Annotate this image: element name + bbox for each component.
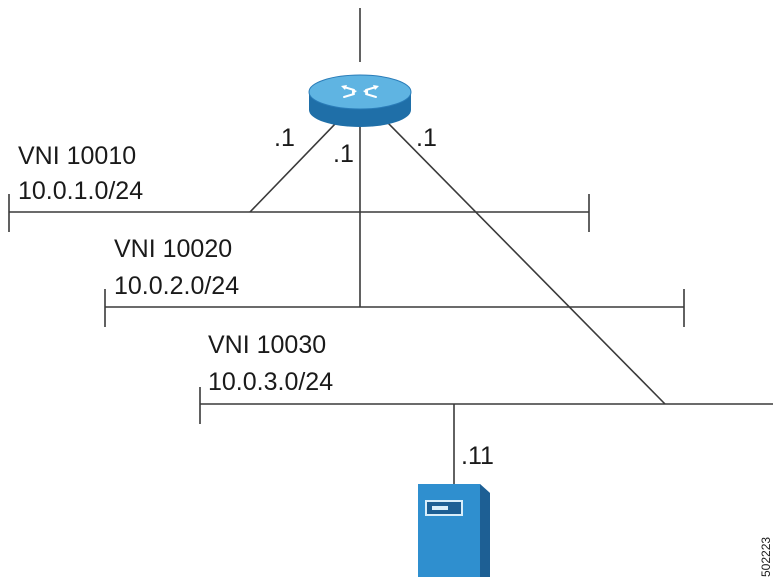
link-router-vni10010 [249, 122, 337, 213]
router-icon [308, 74, 412, 127]
figure-id-label: 502223 [759, 537, 773, 577]
segment-subnet-label: 10.0.2.0/24 [114, 272, 239, 300]
segment-subnet-label: 10.0.3.0/24 [208, 368, 333, 396]
segment-vni-label: VNI 10030 [208, 331, 326, 359]
segment-bus-vni10030 [199, 387, 773, 424]
segment-bus-vni10010 [8, 194, 590, 232]
segment-vni-label: VNI 10020 [114, 235, 232, 263]
segment-subnet-label: 10.0.1.0/24 [18, 177, 143, 205]
server-interface-label: .11 [461, 442, 494, 470]
router-interface-vni10020-label: .1 [333, 140, 354, 168]
server-icon [418, 484, 490, 577]
segment-vni-label: VNI 10010 [18, 142, 136, 170]
router-interface-vni10030-label: .1 [416, 124, 437, 152]
segment-bus-vni10020 [104, 289, 685, 327]
link-router-vni10030 [387, 122, 666, 405]
router-interface-vni10010-label: .1 [274, 124, 295, 152]
